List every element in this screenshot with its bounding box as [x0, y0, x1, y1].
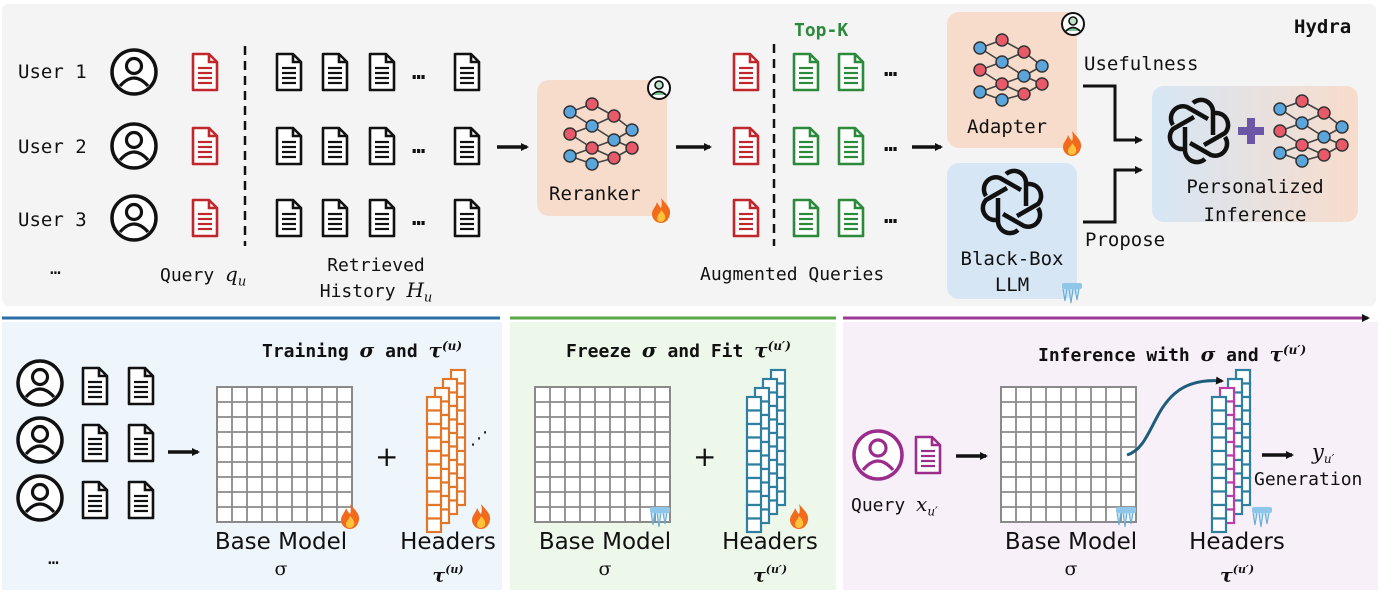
augmented-query-doc-icon — [732, 198, 760, 238]
adapter-label: Adapter — [967, 116, 1048, 138]
adapter-trainable-flame-icon — [1063, 131, 1082, 156]
headers-trainable-flame-icon — [790, 504, 809, 529]
plus-sign: + — [375, 440, 399, 473]
base-model-label: Base Model σ — [538, 529, 672, 580]
query-doc-icon — [191, 126, 219, 166]
topk-docs — [792, 52, 865, 238]
headers-stack — [1210, 368, 1252, 534]
train-user-avatar-icon — [16, 474, 64, 522]
inference-query-doc-icon — [914, 435, 942, 475]
user-3-label: User 3 — [18, 209, 87, 231]
reranker-user-badge-icon — [647, 76, 671, 100]
augmented-query-doc-icon — [732, 52, 760, 92]
history-ellipsis: … — [412, 134, 426, 159]
hydra-title: Hydra — [1294, 16, 1352, 38]
headers-trainable-flame-icon — [472, 504, 491, 529]
headers-label: Headers τ(u) — [400, 529, 496, 587]
llm-logo-icon — [1170, 100, 1228, 162]
topk-ellipsis: … — [884, 204, 898, 229]
base-model-grid — [534, 386, 671, 523]
generation-label: Generation — [1254, 469, 1363, 490]
train-user-avatar-icon — [16, 359, 64, 407]
base-model-label: Base Model σ — [214, 529, 348, 580]
reranker-label: Reranker — [549, 183, 641, 205]
history-docs-row-2 — [275, 126, 481, 166]
topk-label: Top-K — [794, 20, 849, 41]
history-ellipsis: … — [412, 206, 426, 231]
history-ellipsis: … — [412, 60, 426, 85]
topk-ellipsis: … — [884, 57, 898, 82]
top-panel — [2, 4, 1376, 306]
blackbox-llm-label: Black-Box LLM — [960, 248, 1064, 296]
user-1-label: User 1 — [18, 61, 87, 83]
base-model-grid — [216, 386, 353, 523]
train-user-avatar-icon — [16, 416, 64, 464]
headers-frozen-ice-icon — [1251, 506, 1273, 528]
adapter-network-small-icon — [1273, 94, 1349, 168]
propose-label: Propose — [1085, 229, 1166, 251]
query-doc-icon — [191, 198, 219, 238]
inference-user-avatar-icon — [852, 429, 904, 481]
topk-ellipsis: … — [884, 132, 898, 157]
train-users-more: … — [48, 548, 59, 569]
history-label: Retrieved History Hu — [319, 255, 433, 306]
personalized-inference-label: Personalized Inference — [1186, 176, 1324, 226]
inference-query-label: Query xu′ — [851, 492, 938, 519]
query-doc-icon — [191, 52, 219, 92]
training-title: Training σ and τ(u) — [262, 338, 463, 362]
base-model-label: Base Model σ — [1004, 529, 1138, 580]
reranker-box — [537, 80, 667, 216]
headers-label: Headers τ(u′) — [1189, 529, 1285, 587]
plus-icon — [1238, 118, 1264, 144]
user-2-avatar-icon — [110, 122, 158, 170]
openai-logo-icon — [983, 171, 1041, 233]
augmented-queries-label: Augmented Queries — [700, 264, 885, 285]
usefulness-label: Usefulness — [1084, 53, 1199, 75]
reranker-network-icon — [563, 97, 639, 171]
history-docs-row-1 — [275, 52, 481, 92]
base-model-grid — [1000, 386, 1137, 523]
adapter-user-badge-icon — [1061, 12, 1085, 36]
user-2-label: User 2 — [18, 136, 87, 158]
train-history-docs — [81, 366, 155, 520]
user-1-avatar-icon — [110, 48, 158, 96]
user-3-avatar-icon — [110, 194, 158, 242]
history-docs-row-3 — [275, 198, 481, 238]
adapter-network-icon — [973, 33, 1049, 107]
fit-title: Freeze σ and Fit τ(u′) — [566, 338, 791, 362]
headers-label: Headers τ(u′) — [722, 529, 818, 587]
augmented-query-doc-icon — [732, 126, 760, 166]
plus-sign: + — [693, 440, 717, 473]
inference-title: Inference with σ and τ(u′) — [1038, 342, 1307, 366]
headers-more: ⋰ — [470, 428, 488, 449]
headers-stack — [745, 368, 787, 534]
users-more: … — [50, 258, 61, 279]
query-label: Query qu — [160, 262, 247, 290]
output-symbol: yu′ — [1312, 440, 1335, 467]
headers-stack — [425, 368, 467, 534]
reranker-trainable-flame-icon — [652, 198, 671, 223]
